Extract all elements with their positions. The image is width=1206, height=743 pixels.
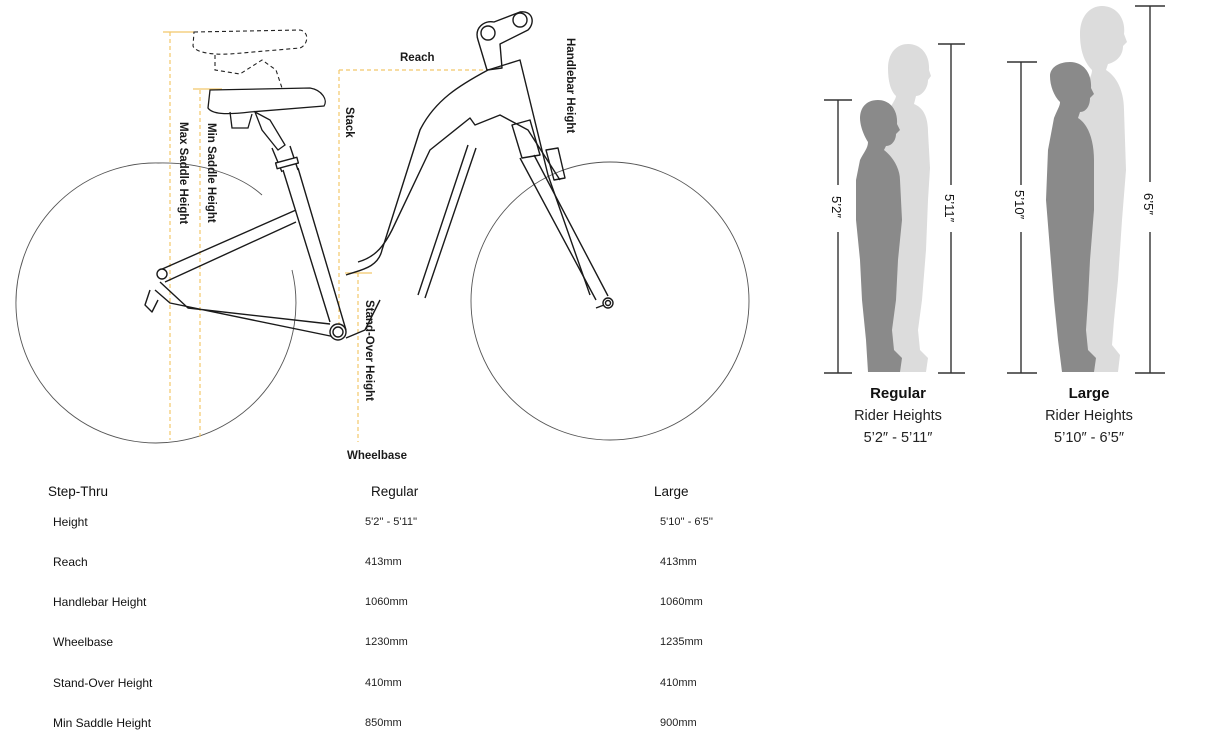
height-label-regular-min: 5’2″	[829, 196, 844, 218]
row-label: Handlebar Height	[53, 595, 147, 609]
column-header-large: Large	[654, 484, 689, 499]
row-value-regular: 413mm	[365, 556, 402, 568]
row-value-large: 900mm	[660, 717, 697, 729]
row-value-regular: 1230mm	[365, 636, 408, 648]
short-figure-regular	[856, 100, 902, 372]
row-value-large: 1235mm	[660, 636, 703, 648]
row-label: Height	[53, 515, 88, 529]
rear-wheel	[15, 162, 297, 444]
label-max-saddle-height: Max Saddle Height	[177, 122, 189, 224]
row-label: Reach	[53, 555, 88, 569]
label-min-saddle-height: Min Saddle Height	[205, 123, 217, 223]
row-value-regular: 850mm	[365, 717, 402, 729]
regular-size-figures: 5’2″ 5’11″	[824, 43, 965, 374]
scale-bar-regular-min	[824, 99, 852, 374]
caption-large: Large Rider Heights 5’10″ - 6’5″	[1009, 383, 1169, 449]
size-name-large: Large	[1068, 385, 1110, 402]
size-subtitle-large: Rider Heights	[1045, 408, 1133, 424]
scale-bar-large-min	[1007, 61, 1037, 374]
short-figure-large	[1046, 62, 1096, 372]
row-label: Stand-Over Height	[53, 676, 153, 690]
row-value-regular: 1060mm	[365, 596, 408, 608]
row-label: Wheelbase	[53, 635, 114, 649]
row-value-regular: 410mm	[365, 677, 402, 689]
rider-height-figures: 5’2″ 5’11″ 5’10″ 6’5″	[824, 5, 1165, 374]
scale-bar-large-max	[1135, 5, 1165, 374]
height-label-large-max: 6’5″	[1141, 193, 1156, 215]
saddle	[207, 87, 326, 151]
front-wheel	[470, 161, 750, 441]
label-reach: Reach	[400, 52, 435, 64]
size-range-large: 5’10″ - 6’5″	[1054, 430, 1124, 446]
height-label-regular-max: 5’11″	[942, 194, 957, 223]
label-stand-over-height: Stand-Over Height	[363, 300, 375, 401]
column-header-model: Step-Thru	[48, 484, 109, 499]
scale-bar-regular-max	[938, 43, 965, 374]
label-stack: Stack	[343, 107, 355, 138]
row-value-large: 5'10'' - 6'5''	[660, 516, 713, 528]
height-label-large-min: 5’10″	[1012, 190, 1027, 220]
row-value-large: 413mm	[660, 556, 697, 568]
row-label: Min Saddle Height	[53, 716, 152, 730]
caption-regular: Regular Rider Heights 5’2″ - 5’11″	[818, 383, 978, 449]
max-saddle-outline	[192, 29, 308, 89]
bike-frame	[144, 11, 614, 341]
label-handlebar-height: Handlebar Height	[564, 38, 576, 133]
row-value-regular: 5'2'' - 5'11''	[365, 516, 418, 528]
size-subtitle-regular: Rider Heights	[854, 408, 942, 424]
row-value-large: 1060mm	[660, 596, 703, 608]
bike-geometry-diagram: Reach Stack Handlebar Height Max Saddle …	[15, 11, 750, 462]
size-name-regular: Regular	[870, 385, 926, 402]
size-range-regular: 5’2″ - 5’11″	[863, 430, 933, 446]
column-header-regular: Regular	[371, 484, 419, 499]
measurement-lines	[169, 32, 488, 442]
row-value-large: 410mm	[660, 677, 697, 689]
label-wheelbase: Wheelbase	[347, 450, 407, 462]
large-size-figures: 5’10″ 6’5″	[1007, 5, 1165, 374]
